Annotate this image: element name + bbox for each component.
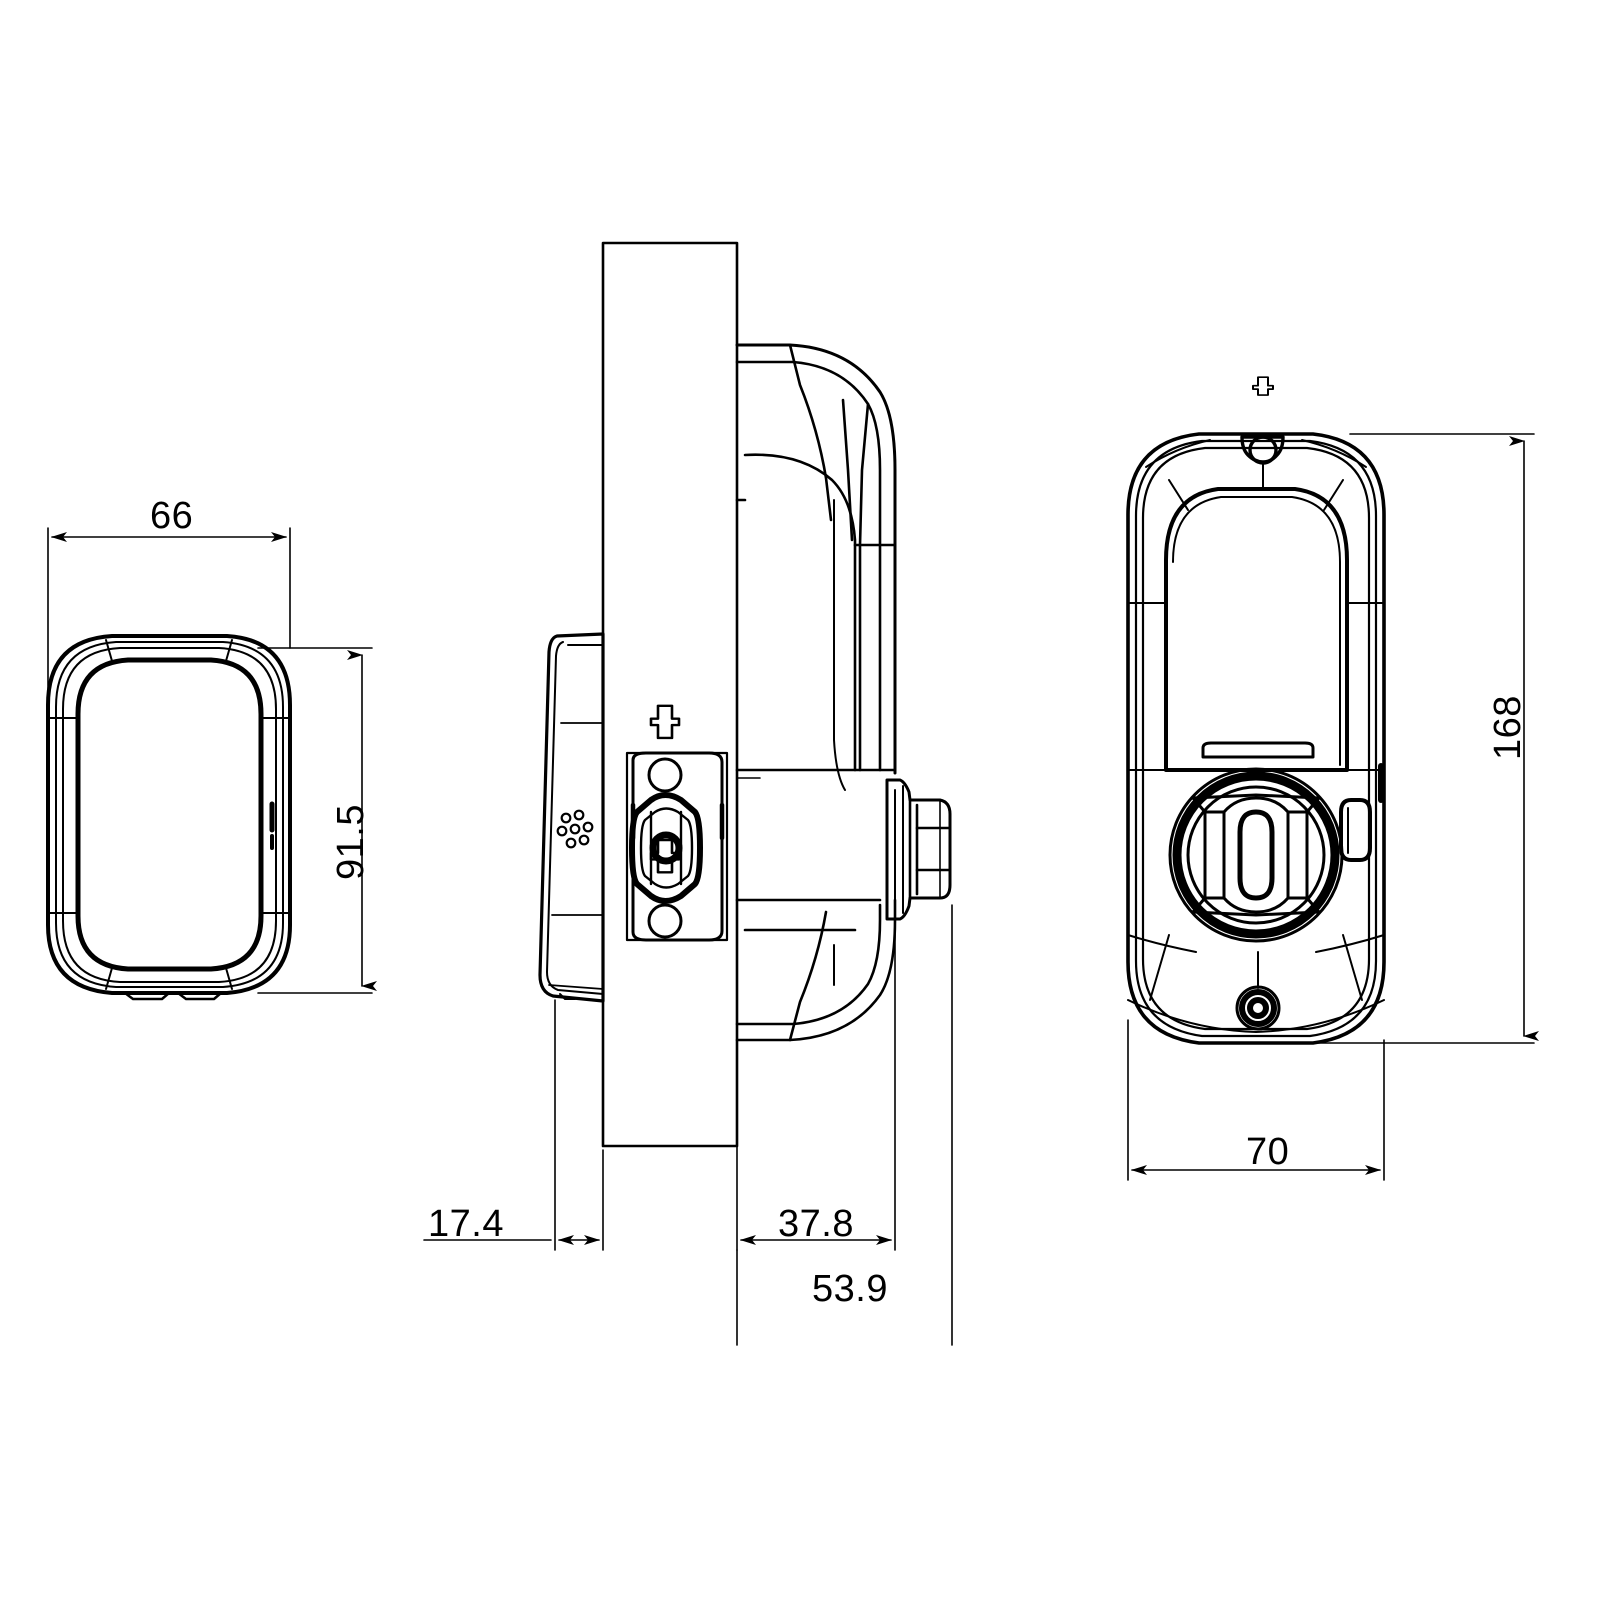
dimension-label-70: 70	[1246, 1131, 1290, 1173]
dimension-label-53-9: 53.9	[812, 1268, 888, 1310]
dimension-label-17-4: 17.4	[428, 1203, 504, 1245]
dimension-66	[47, 527, 291, 701]
lens-bar	[1201, 741, 1315, 759]
bottom-button	[1235, 951, 1281, 1031]
battery-cover-panel	[1164, 487, 1349, 772]
cylinder-cam	[629, 792, 703, 904]
dimension-53-9	[736, 904, 953, 1346]
speaker-grille-dots	[556, 809, 594, 849]
front-view	[46, 634, 292, 1001]
interior-body	[735, 343, 897, 1042]
dimension-label-37-8: 37.8	[778, 1203, 854, 1245]
top-captive-screw	[1240, 376, 1285, 491]
thumbturn-knob	[1168, 767, 1344, 943]
rear-view-lower-ribs	[1127, 934, 1385, 1033]
drive-spindle	[885, 778, 952, 921]
dimension-168	[1315, 433, 1539, 1044]
dimension-label-66: 66	[150, 495, 194, 537]
dimension-91-5	[257, 647, 377, 994]
upper-screw	[647, 704, 683, 793]
rear-view	[1126, 376, 1386, 1045]
dimension-label-168: 168	[1487, 695, 1529, 760]
side-release-tab	[1339, 798, 1372, 862]
dimension-70	[1127, 1019, 1385, 1181]
dimension-label-91-5: 91.5	[330, 804, 372, 880]
dimension-17-4	[423, 999, 604, 1251]
exterior-escutcheon	[538, 632, 605, 1003]
door-section	[601, 241, 739, 1148]
side-view	[538, 241, 952, 1148]
dimension-37-8	[736, 919, 896, 1251]
